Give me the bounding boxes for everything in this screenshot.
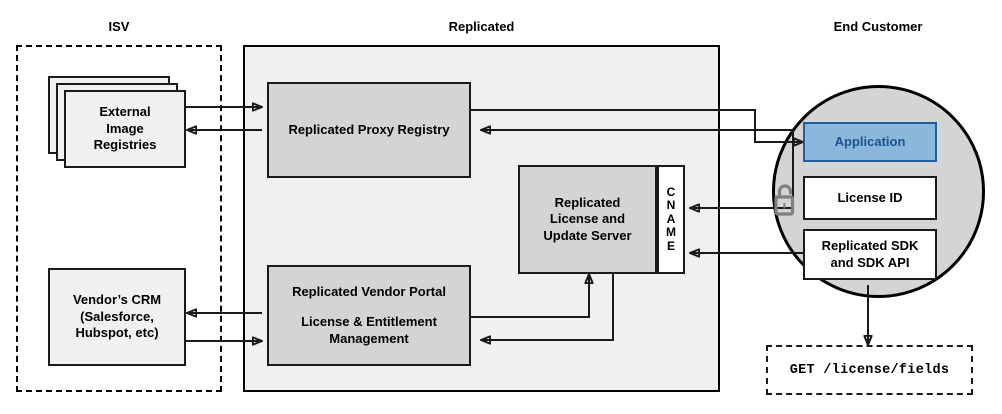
- node-license-id-label: License ID: [837, 189, 903, 205]
- zone-label-isv: ISV: [108, 19, 130, 34]
- node-external-image-registries[interactable]: External Image Registries: [64, 90, 186, 168]
- cname-letter-n: N: [666, 198, 676, 213]
- node-license-id[interactable]: License ID: [803, 176, 937, 220]
- node-application-label: Application: [834, 133, 906, 149]
- node-cname-panel[interactable]: C N A M E: [657, 165, 685, 274]
- node-license-update-server-label: Replicated License and Update Server: [543, 194, 632, 243]
- cname-letter-m: M: [666, 225, 676, 240]
- node-vendor-portal-title: Replicated Vendor Portal: [292, 283, 446, 299]
- cname-letter-c: C: [666, 184, 676, 199]
- node-api-call-label: GET /license/fields: [789, 362, 950, 378]
- cname-letter-e: E: [666, 238, 675, 253]
- node-replicated-vendor-portal[interactable]: Replicated Vendor Portal License & Entit…: [267, 265, 471, 366]
- node-api-call[interactable]: GET /license/fields: [766, 345, 973, 395]
- node-replicated-sdk-label: Replicated SDK and SDK API: [821, 237, 919, 270]
- node-replicated-proxy-registry-label: Replicated Proxy Registry: [288, 121, 450, 137]
- zone-label-end-customer: End Customer: [833, 19, 923, 34]
- zone-isv-boundary: [16, 45, 222, 392]
- node-vendors-crm-label: Vendor’s CRM (Salesforce, Hubspot, etc): [72, 292, 162, 341]
- node-vendor-portal-subtitle-2: Management: [329, 330, 409, 346]
- node-external-image-registries-label: External Image Registries: [93, 104, 157, 153]
- node-vendor-portal-subtitle-1: License & Entitlement: [301, 314, 437, 330]
- cname-letter-a: A: [666, 211, 676, 226]
- node-replicated-proxy-registry[interactable]: Replicated Proxy Registry: [267, 82, 471, 178]
- node-license-update-server[interactable]: Replicated License and Update Server: [518, 165, 657, 274]
- node-vendors-crm[interactable]: Vendor’s CRM (Salesforce, Hubspot, etc): [48, 268, 186, 366]
- node-application[interactable]: Application: [803, 122, 937, 162]
- node-replicated-sdk[interactable]: Replicated SDK and SDK API: [803, 229, 937, 280]
- zone-label-replicated: Replicated: [448, 19, 515, 34]
